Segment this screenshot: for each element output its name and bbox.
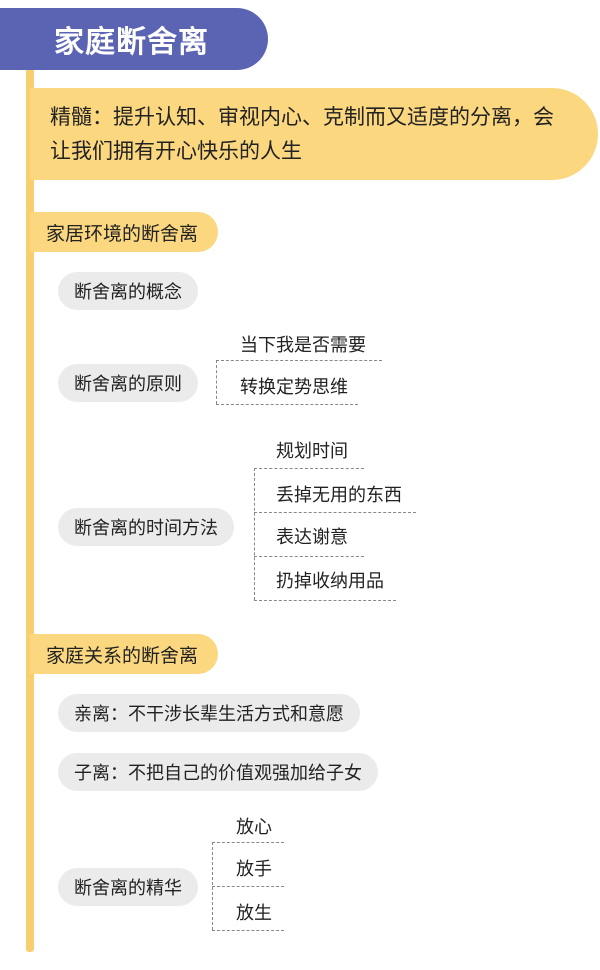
node-essence: 断舍离的精华 (58, 868, 198, 906)
section-family-relations: 家庭关系的断舍离 (30, 634, 219, 674)
connector (212, 842, 284, 843)
connector (216, 360, 217, 404)
connector (212, 886, 284, 887)
section-home-environment: 家居环境的断舍离 (30, 212, 219, 252)
leaf-item: 规划时间 (276, 441, 348, 462)
leaf-item: 丢掉无用的东西 (276, 485, 402, 506)
mindmap-spine (26, 40, 34, 952)
essence-box: 精髓：提升认知、审视内心、克制而又适度的分离，会让我们拥有开心快乐的人生 (30, 88, 598, 180)
leaf-item: 转换定势思维 (240, 377, 348, 398)
leaf-item: 当下我是否需要 (240, 335, 366, 356)
connector (216, 404, 358, 405)
connector (254, 468, 255, 600)
leaf-item: 表达谢意 (276, 527, 348, 548)
leaf-item: 放手 (236, 859, 272, 880)
connector (254, 512, 416, 513)
node-parent-separation: 亲离：不干涉长辈生活方式和意愿 (58, 694, 360, 732)
connector (254, 556, 364, 557)
page-title: 家庭断舍离 (0, 8, 268, 70)
node-principle: 断舍离的原则 (58, 364, 198, 402)
node-concept: 断舍离的概念 (58, 272, 198, 310)
leaf-item: 放心 (236, 817, 272, 838)
connector (212, 930, 284, 931)
connector (254, 468, 364, 469)
connector (216, 360, 382, 361)
node-child-separation: 子离：不把自己的价值观强加给子女 (58, 753, 378, 791)
leaf-item: 放生 (236, 903, 272, 924)
connector (254, 600, 396, 601)
node-time-method: 断舍离的时间方法 (58, 508, 234, 546)
leaf-item: 扔掉收纳用品 (276, 571, 384, 592)
